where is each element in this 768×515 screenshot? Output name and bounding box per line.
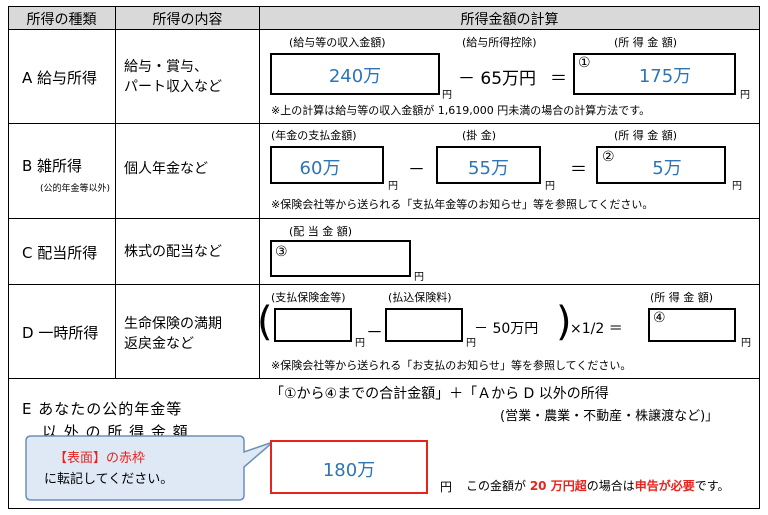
sentence-pre: この金額が <box>466 479 530 493</box>
row-c-circle-3: ③ <box>275 244 288 260</box>
header-income-type: 所得の種類 <box>26 12 97 28</box>
row-d-insurance-box[interactable] <box>274 308 352 342</box>
row-b-type-sub: (公的年金等以外) <box>40 184 111 194</box>
table-border-right <box>759 6 760 509</box>
row-b-result-yen: 円 <box>732 181 742 192</box>
row-d-open-paren: ( <box>257 299 273 345</box>
row-d-premium-yen: 円 <box>466 338 476 349</box>
row-b-description: 個人年金など <box>124 161 208 177</box>
row-b-premium-box[interactable] <box>436 146 541 184</box>
row-b-result-label: (所 得 金 額) <box>614 129 678 142</box>
row-e-sentence: この金額が 20 万円超の場合は申告が必要です。 <box>466 477 730 494</box>
row-d-multiply: ×1/2 ＝ <box>570 321 623 337</box>
row-d-minus: － <box>366 323 383 343</box>
row-b-income-box[interactable] <box>270 146 384 184</box>
row-e-total-box[interactable] <box>270 440 428 494</box>
row-a-result-yen: 円 <box>740 90 750 101</box>
row-b-income-value: 60万 <box>299 158 341 179</box>
row-divider <box>8 123 760 124</box>
row-b-result-box[interactable] <box>596 146 726 184</box>
row-a-deduction-label: (給与所得控除) <box>462 36 537 49</box>
row-b-income-label: (年金の支払金額) <box>271 129 357 142</box>
row-a-circle-1: ① <box>578 55 591 71</box>
row-divider <box>8 29 760 30</box>
row-a-income-yen: 円 <box>442 90 452 101</box>
row-b-premium-yen: 円 <box>545 181 555 192</box>
sentence-post: です。 <box>694 479 730 493</box>
row-d-circle-4: ④ <box>653 310 666 326</box>
row-a-income-box[interactable] <box>270 53 440 95</box>
row-a-deduction: － 65万円 <box>458 69 537 89</box>
row-c-amount-yen: 円 <box>414 272 424 283</box>
sentence-required: 申告が必要 <box>634 479 695 493</box>
row-a-equals: ＝ <box>550 69 567 89</box>
row-e-formula-line1: 「①から④までの合計金額」＋「Ａから D 以外の所得 <box>270 386 609 402</box>
row-b-premium-label: (掛 金) <box>462 129 497 142</box>
row-b-income-yen: 円 <box>388 181 398 192</box>
row-a-income-label: (給与等の収入金額) <box>289 36 386 49</box>
row-b-type: B 雑所得 <box>22 157 83 175</box>
callout-shape <box>25 435 274 501</box>
row-e-type-line1: E あなたの公的年金等 <box>22 400 183 418</box>
row-d-description: 生命保険の満期 返戻金など <box>124 314 222 354</box>
row-d-premium-box[interactable] <box>385 308 463 342</box>
callout-red-text: 【表面】の赤枠 <box>54 451 146 466</box>
row-a-result-box[interactable] <box>573 53 736 95</box>
callout-bubble <box>25 435 274 501</box>
row-d-result-box[interactable] <box>648 308 736 342</box>
row-d-close-paren: ) <box>556 299 572 345</box>
row-a-result-value: 175万 <box>638 66 692 87</box>
row-d-desc-line2: 返戻金など <box>124 336 194 352</box>
row-divider <box>8 218 760 219</box>
row-divider <box>8 378 760 379</box>
table-border-top <box>8 6 760 7</box>
row-b-equals: ＝ <box>570 160 587 180</box>
row-a-income-value: 240万 <box>328 66 382 87</box>
column-divider <box>259 6 260 378</box>
row-d-type: D 一時所得 <box>22 324 99 342</box>
callout-black-text: に転記してください。 <box>44 472 174 487</box>
table-header <box>8 6 760 29</box>
row-divider <box>8 284 760 285</box>
row-c-description: 株式の配当など <box>124 244 222 260</box>
row-d-deduction: － 50万円 <box>474 321 539 337</box>
row-d-result-label: (所 得 金 額) <box>650 291 714 304</box>
row-b-circle-2: ② <box>602 149 615 165</box>
row-d-premium-label: (払込保険料) <box>388 291 452 304</box>
table-border-left <box>8 6 9 509</box>
row-d-note: ※保険会社等から送られる「お支払のお知らせ」等を参照してください。 <box>271 359 632 372</box>
row-a-desc-line2: パート収入など <box>124 79 222 95</box>
row-d-desc-line1: 生命保険の満期 <box>124 316 222 332</box>
row-d-insurance-yen: 円 <box>355 338 365 349</box>
row-b-premium-value: 55万 <box>468 158 509 179</box>
row-a-note: ※上の計算は給与等の収入金額が 1,619,000 円未満の場合の計算方法です。 <box>271 104 651 117</box>
header-income-content: 所得の内容 <box>152 12 223 28</box>
row-b-result-value: 5万 <box>652 158 682 179</box>
row-c-type: C 配当所得 <box>22 244 98 262</box>
row-a-result-label: (所 得 金 額) <box>614 36 678 49</box>
column-divider <box>115 6 116 378</box>
row-d-insurance-label: (支払保険金等) <box>271 291 346 304</box>
row-d-result-yen: 円 <box>741 338 751 349</box>
row-b-note: ※保険会社等から送られる「支払年金等のお知らせ」等を参照してください。 <box>271 198 654 211</box>
row-a-type: A 給与所得 <box>22 69 98 87</box>
row-a-desc-line1: 給与・賞与、 <box>124 59 208 75</box>
row-e-formula-line2: (営業・農業・不動産・株譲渡など)」 <box>500 409 719 424</box>
header-calculation: 所得金額の計算 <box>460 12 559 28</box>
table-border-bottom <box>8 508 760 509</box>
sentence-mid: の場合は <box>586 479 635 493</box>
row-c-amount-box[interactable] <box>270 240 411 277</box>
row-b-minus: － <box>408 160 425 180</box>
sentence-threshold: 20 万円超 <box>529 479 587 493</box>
row-e-total-value: 180万 <box>322 460 376 481</box>
row-e-total-yen: 円 <box>440 480 453 494</box>
row-a-description: 給与・賞与、 パート収入など <box>124 57 222 97</box>
row-c-amount-label: (配 当 金 額) <box>289 225 353 238</box>
